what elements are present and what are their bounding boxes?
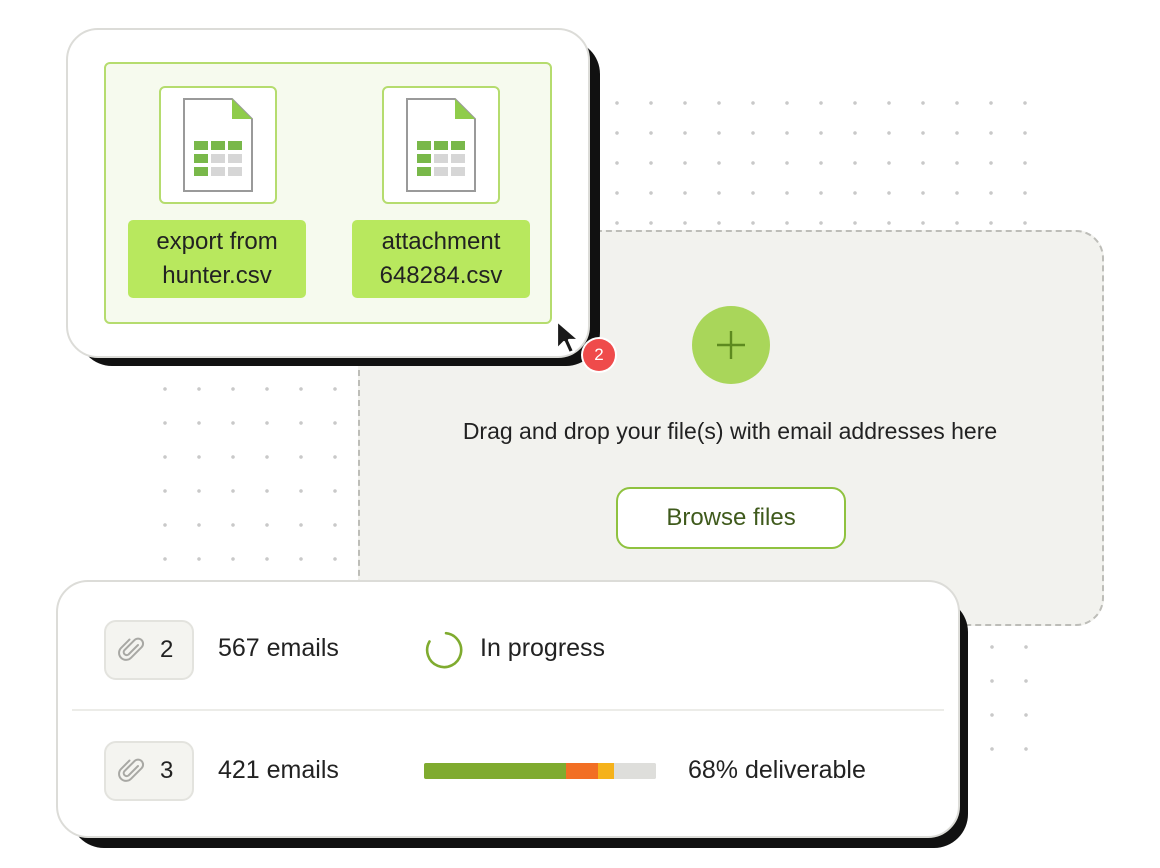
bar-segment-risky xyxy=(565,763,598,779)
bar-segment-undeliverable xyxy=(614,763,656,779)
file-name-line: export from xyxy=(156,228,278,255)
status-text: In progress xyxy=(480,634,606,662)
attachment-chip[interactable]: 3 xyxy=(104,741,194,801)
file-name-line: 648284.csv xyxy=(379,262,503,289)
file-name-line: attachment xyxy=(381,228,501,255)
paperclip-icon xyxy=(118,758,145,782)
status-text: 68% deliverable xyxy=(688,756,866,784)
bar-segment-deliverable xyxy=(424,763,566,779)
cursor-icon xyxy=(555,319,581,355)
drop-instructions: Drag and drop your file(s) with email ad… xyxy=(462,418,998,444)
attachment-count: 2 xyxy=(160,636,174,663)
dot-pattern xyxy=(975,630,1055,780)
paperclip-icon xyxy=(118,637,145,661)
spreadsheet-file-icon xyxy=(159,86,277,204)
add-file-button[interactable] xyxy=(692,306,770,384)
attachment-count: 3 xyxy=(160,757,174,784)
email-count: 421 emails xyxy=(218,756,339,784)
plus-icon xyxy=(717,331,745,359)
spinner-icon xyxy=(425,631,463,669)
dot-pattern xyxy=(600,88,1050,238)
deliverability-bar xyxy=(424,763,656,779)
file-name: attachment 648284.csv xyxy=(352,220,530,298)
attachment-chip[interactable]: 2 xyxy=(104,620,194,680)
dot-pattern xyxy=(148,372,363,587)
email-count: 567 emails xyxy=(218,634,339,662)
file-name: export from hunter.csv xyxy=(128,220,306,298)
divider xyxy=(72,709,944,711)
file-name-line: hunter.csv xyxy=(162,262,272,289)
spreadsheet-file-icon xyxy=(382,86,500,204)
browse-files-button[interactable]: Browse files xyxy=(616,487,846,549)
bar-segment-unknown xyxy=(597,763,615,779)
file-count-badge: 2 xyxy=(583,339,615,371)
